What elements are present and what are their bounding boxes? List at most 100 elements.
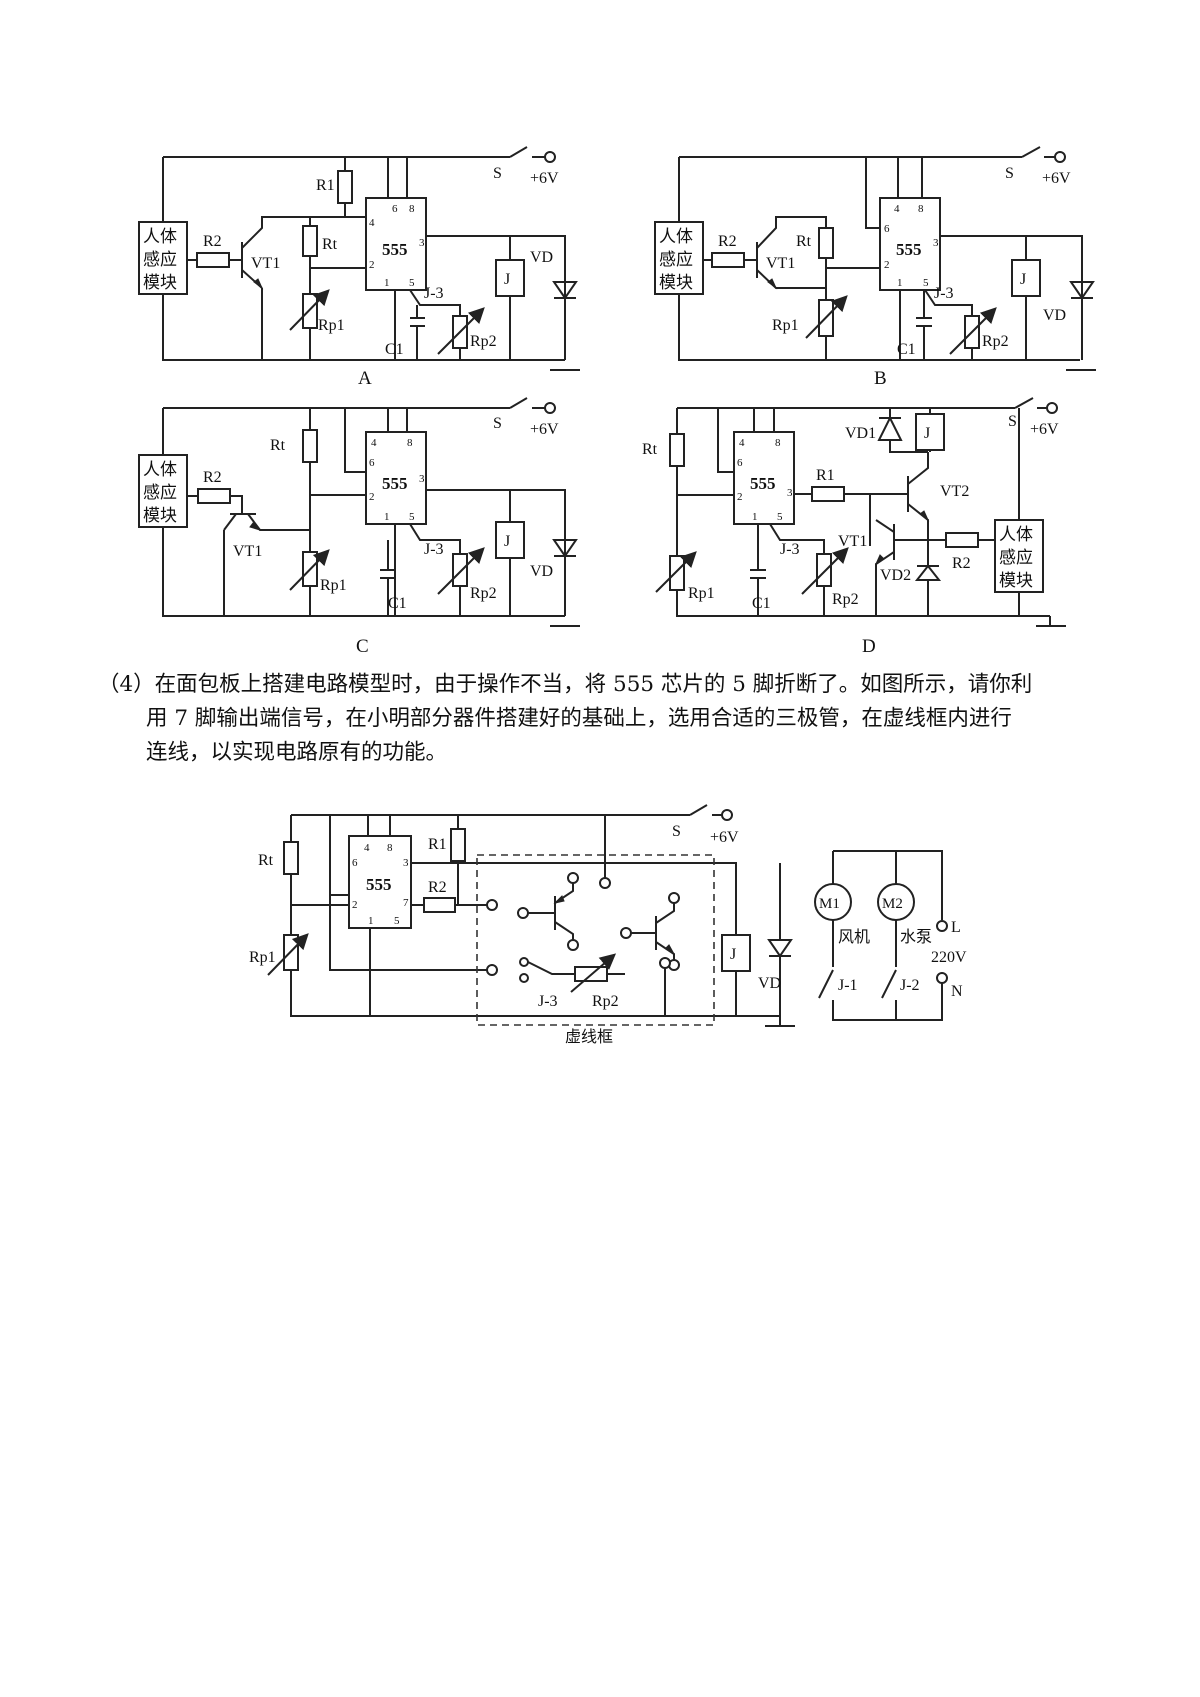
svg-text:水泵: 水泵	[900, 927, 932, 946]
svg-text:5: 5	[777, 511, 783, 523]
svg-text:4: 4	[364, 842, 370, 854]
svg-text:5: 5	[394, 915, 400, 927]
svg-text:Rp1: Rp1	[249, 949, 276, 966]
svg-text:J-2: J-2	[900, 977, 920, 994]
svg-text:虚线框: 虚线框	[565, 1027, 613, 1046]
svg-text:模块: 模块	[999, 571, 1033, 591]
panel-c: S +6V 人体 感应 模块 R2 VT1 Rt Rp1 555 6 4 8 3…	[138, 397, 580, 657]
svg-text:J: J	[924, 425, 930, 442]
svg-text:C1: C1	[752, 595, 771, 612]
svg-text:J-3: J-3	[538, 993, 558, 1010]
svg-text:S: S	[1008, 413, 1017, 430]
question-line-2: 用 7 脚输出端信号，在小明部分器件搭建好的基础上，选用合适的三极管，在虚线框内…	[146, 706, 1012, 731]
svg-text:Rp2: Rp2	[832, 591, 859, 608]
svg-text:1: 1	[384, 277, 390, 289]
svg-text:R2: R2	[718, 233, 737, 250]
svg-text:6: 6	[884, 223, 890, 235]
question-line-3: 连线，以实现电路原有的功能。	[146, 740, 448, 765]
svg-text:1: 1	[368, 915, 374, 927]
svg-text:J: J	[504, 271, 510, 288]
svg-text:N: N	[951, 983, 963, 1000]
svg-text:3: 3	[933, 237, 939, 249]
svg-text:8: 8	[387, 842, 393, 854]
svg-text:Rp1: Rp1	[318, 317, 345, 334]
svg-text:555: 555	[750, 474, 776, 493]
svg-text:Rp2: Rp2	[470, 333, 497, 350]
question-text: （4）在面包板上搭建电路模型时，由于操作不当，将 555 芯片的 5 脚折断了。…	[98, 668, 1128, 770]
svg-text:+6V: +6V	[1042, 170, 1071, 187]
svg-text:+6V: +6V	[530, 421, 559, 438]
svg-text:VD1: VD1	[845, 425, 876, 442]
svg-text:VT1: VT1	[251, 255, 280, 272]
panel-a: S +6V 人体 感应 模块 R2 VT1 R1 Rt Rp1 555 6 8 …	[138, 146, 580, 389]
svg-text:6: 6	[352, 857, 358, 869]
svg-text:S: S	[672, 823, 681, 840]
svg-text:VD2: VD2	[880, 567, 911, 584]
svg-text:J-3: J-3	[424, 541, 444, 558]
svg-text:C1: C1	[897, 341, 916, 358]
svg-text:A: A	[358, 368, 372, 389]
svg-text:M2: M2	[882, 896, 903, 912]
svg-text:模块: 模块	[143, 273, 177, 293]
svg-text:5: 5	[923, 277, 929, 289]
svg-text:Rp2: Rp2	[982, 333, 1009, 350]
svg-text:555: 555	[382, 474, 408, 493]
svg-text:S: S	[1005, 165, 1014, 182]
svg-text:1: 1	[897, 277, 903, 289]
svg-text:C1: C1	[388, 595, 407, 612]
svg-text:L: L	[951, 919, 961, 936]
svg-text:Rt: Rt	[270, 437, 286, 454]
svg-text:6: 6	[737, 457, 743, 469]
svg-text:Rp2: Rp2	[470, 585, 497, 602]
svg-text:8: 8	[407, 437, 413, 449]
svg-text:2: 2	[369, 491, 375, 503]
svg-text:6: 6	[392, 203, 398, 215]
svg-text:220V: 220V	[931, 949, 967, 966]
svg-text:J-1: J-1	[838, 977, 858, 994]
chip-555-bottom	[348, 835, 412, 929]
svg-text:Rp1: Rp1	[688, 585, 715, 602]
svg-text:3: 3	[787, 487, 793, 499]
svg-text:2: 2	[884, 259, 890, 271]
svg-text:3: 3	[419, 473, 425, 485]
svg-text:Rt: Rt	[796, 233, 812, 250]
svg-text:J: J	[730, 946, 736, 963]
svg-text:555: 555	[896, 240, 922, 259]
sensor-module	[138, 221, 188, 295]
svg-text:R1: R1	[428, 836, 447, 853]
svg-text:VD: VD	[530, 249, 553, 266]
svg-text:7: 7	[403, 897, 409, 909]
svg-text:感应: 感应	[143, 250, 177, 270]
svg-text:C1: C1	[385, 341, 404, 358]
svg-text:模块: 模块	[143, 506, 177, 526]
svg-text:J-3: J-3	[424, 285, 444, 302]
svg-text:B: B	[874, 368, 887, 389]
svg-text:R2: R2	[203, 233, 222, 250]
svg-text:J-3: J-3	[780, 541, 800, 558]
svg-text:D: D	[862, 636, 876, 657]
svg-text:人体: 人体	[999, 525, 1033, 545]
svg-text:R2: R2	[203, 469, 222, 486]
panel-d: S +6V Rt Rp1 555 6 4 8 3 2 1 5 R1 VT2 VD…	[642, 397, 1066, 657]
chip-555-a	[365, 197, 427, 291]
svg-text:Rt: Rt	[642, 441, 658, 458]
svg-text:8: 8	[918, 203, 924, 215]
svg-text:1: 1	[384, 511, 390, 523]
svg-text:R2: R2	[952, 555, 971, 572]
panel-b: S +6V 人体 感应 模块 R2 VT1 Rt Rp1 555 4 8 6 3…	[654, 146, 1096, 389]
svg-text:M1: M1	[819, 896, 840, 912]
svg-text:4: 4	[739, 437, 745, 449]
svg-text:人体: 人体	[143, 227, 177, 247]
svg-text:+6V: +6V	[710, 829, 739, 846]
svg-text:5: 5	[409, 511, 415, 523]
svg-text:人体: 人体	[143, 460, 177, 480]
svg-text:感应: 感应	[143, 483, 177, 503]
svg-text:8: 8	[409, 203, 415, 215]
svg-text:3: 3	[403, 857, 409, 869]
svg-text:感应: 感应	[999, 548, 1033, 568]
svg-text:3: 3	[419, 237, 425, 249]
svg-text:4: 4	[371, 437, 377, 449]
svg-text:J-3: J-3	[934, 285, 954, 302]
svg-text:R1: R1	[316, 177, 335, 194]
